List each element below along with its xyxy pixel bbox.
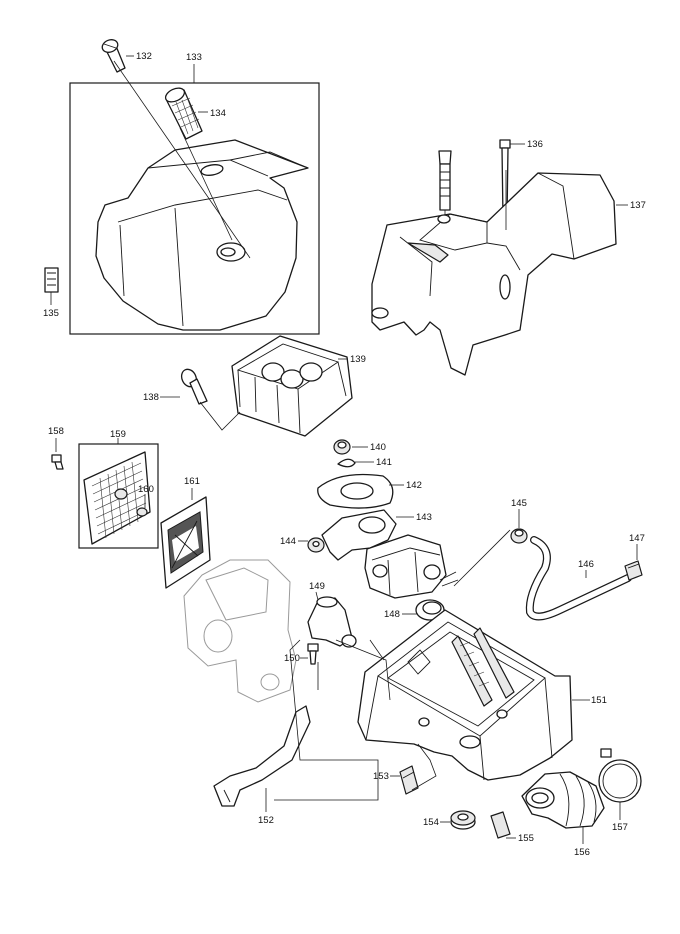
callout-139: 139 xyxy=(350,354,366,365)
callout-157: 157 xyxy=(612,822,628,833)
callout-136: 136 xyxy=(527,139,543,150)
gasket-142 xyxy=(317,473,394,509)
callout-140: 140 xyxy=(370,442,386,453)
callout-148: 148 xyxy=(384,609,400,620)
ring-148 xyxy=(415,599,445,621)
callout-161: 161 xyxy=(184,476,200,487)
callout-156: 156 xyxy=(574,847,590,858)
callout-137: 137 xyxy=(630,200,646,211)
callout-147: 147 xyxy=(629,533,645,544)
grommet-145 xyxy=(510,528,528,544)
callout-141: 141 xyxy=(376,457,392,468)
callout-149: 149 xyxy=(309,581,325,592)
top-cover-137 xyxy=(371,172,617,376)
fuel-hose-146 xyxy=(525,536,632,621)
screw-138 xyxy=(180,368,208,405)
callout-154: 154 xyxy=(423,817,439,828)
air-filter-139 xyxy=(231,335,353,437)
filter-insert-134 xyxy=(164,87,203,140)
clip-135 xyxy=(44,267,59,293)
grommet-147 xyxy=(624,560,643,581)
lever-152 xyxy=(213,705,311,807)
callout-145: 145 xyxy=(511,498,527,509)
callout-143: 143 xyxy=(416,512,432,523)
screw-132 xyxy=(101,39,126,73)
callout-150: 150 xyxy=(284,653,300,664)
callout-160: 160 xyxy=(138,484,154,495)
clip-141 xyxy=(337,458,356,468)
filter-plate-159 xyxy=(83,451,151,545)
callout-132: 132 xyxy=(136,51,152,62)
nut-144 xyxy=(307,537,325,553)
grommet-155 xyxy=(490,811,511,839)
filter-grid-161 xyxy=(160,496,211,589)
air-filter-cover-133 xyxy=(95,139,309,331)
callout-138: 138 xyxy=(143,392,159,403)
screw-158 xyxy=(51,454,64,470)
adapter-plate-143 xyxy=(321,509,397,561)
callout-labels: 132 133 134 135 136 137 138 139 140 141 … xyxy=(43,51,646,858)
callout-134: 134 xyxy=(210,108,226,119)
grommet-140 xyxy=(333,439,351,455)
callout-135: 135 xyxy=(43,308,59,319)
callout-146: 146 xyxy=(578,559,594,570)
intake-bellows-156 xyxy=(521,771,605,829)
callout-151: 151 xyxy=(591,695,607,706)
grommet-154 xyxy=(450,810,476,830)
stud xyxy=(438,150,452,211)
grommet-153 xyxy=(399,765,419,795)
callout-152: 152 xyxy=(258,815,274,826)
callout-155: 155 xyxy=(518,833,534,844)
nut-160 xyxy=(136,507,148,517)
callout-144: 144 xyxy=(280,536,296,547)
crankcase-ghost xyxy=(183,559,297,703)
callout-142: 142 xyxy=(406,480,422,491)
group-frame-133 xyxy=(69,82,320,335)
callout-159: 159 xyxy=(110,429,126,440)
carburetor xyxy=(364,534,459,599)
screw-150 xyxy=(307,643,319,665)
hose-clamp-157 xyxy=(598,748,642,803)
group-frame-159 xyxy=(78,443,159,549)
callout-158: 158 xyxy=(48,426,64,437)
callout-153: 153 xyxy=(373,771,389,782)
air-box-base-151 xyxy=(357,609,573,781)
elbow-149 xyxy=(307,596,357,648)
leader-lines xyxy=(50,55,638,844)
callout-133: 133 xyxy=(186,52,202,63)
